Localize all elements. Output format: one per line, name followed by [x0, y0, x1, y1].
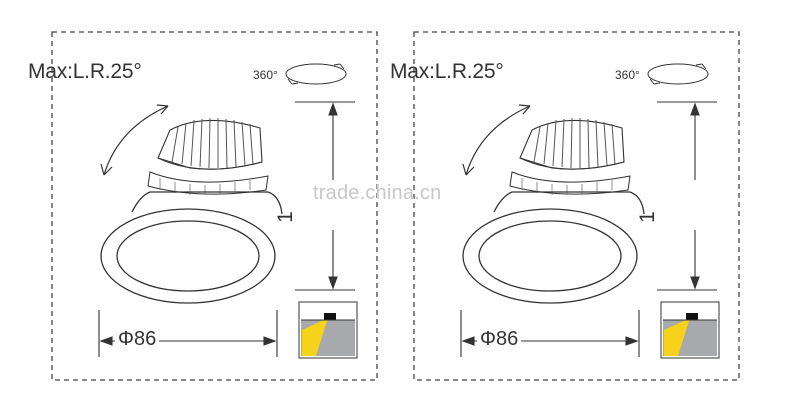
right-diagram-drawing: [413, 31, 740, 381]
rotation-360-icon: [647, 63, 709, 85]
diameter-label: Φ86: [115, 328, 160, 351]
right-diagram-panel: Max:L.R.25° 360° Φ86 1: [362, 0, 762, 411]
trim-ring: [462, 191, 645, 304]
diameter-dimension: [98, 310, 278, 357]
tilt-arc-arrow: [462, 104, 531, 176]
trim-ring: [100, 191, 283, 304]
heatsink: [509, 117, 631, 195]
height-label: 1: [635, 211, 659, 223]
height-dimension: [657, 101, 717, 291]
beam-angle-icon: [660, 301, 720, 359]
dashed-frame: [413, 31, 740, 381]
rotation-360-icon: [285, 63, 347, 85]
max-tilt-label: Max:L.R.25°: [390, 60, 504, 83]
diameter-dimension: [460, 310, 640, 357]
height-dimension: [295, 101, 355, 291]
rotation-label: 360°: [253, 68, 278, 82]
left-diagram-panel: Max:L.R.25° 360° Φ86 1: [28, 31, 378, 381]
beam-angle-icon: [298, 301, 358, 359]
rotation-label: 360°: [615, 68, 640, 82]
watermark-text: trade.china.cn: [313, 182, 442, 204]
diameter-label: Φ86: [477, 328, 522, 351]
tilt-arc-arrow: [100, 104, 169, 176]
left-diagram-drawing: [51, 31, 378, 381]
dashed-frame: [51, 31, 378, 381]
max-tilt-label: Max:L.R.25°: [28, 60, 142, 83]
height-label: 1: [273, 211, 297, 223]
heatsink: [147, 117, 269, 195]
